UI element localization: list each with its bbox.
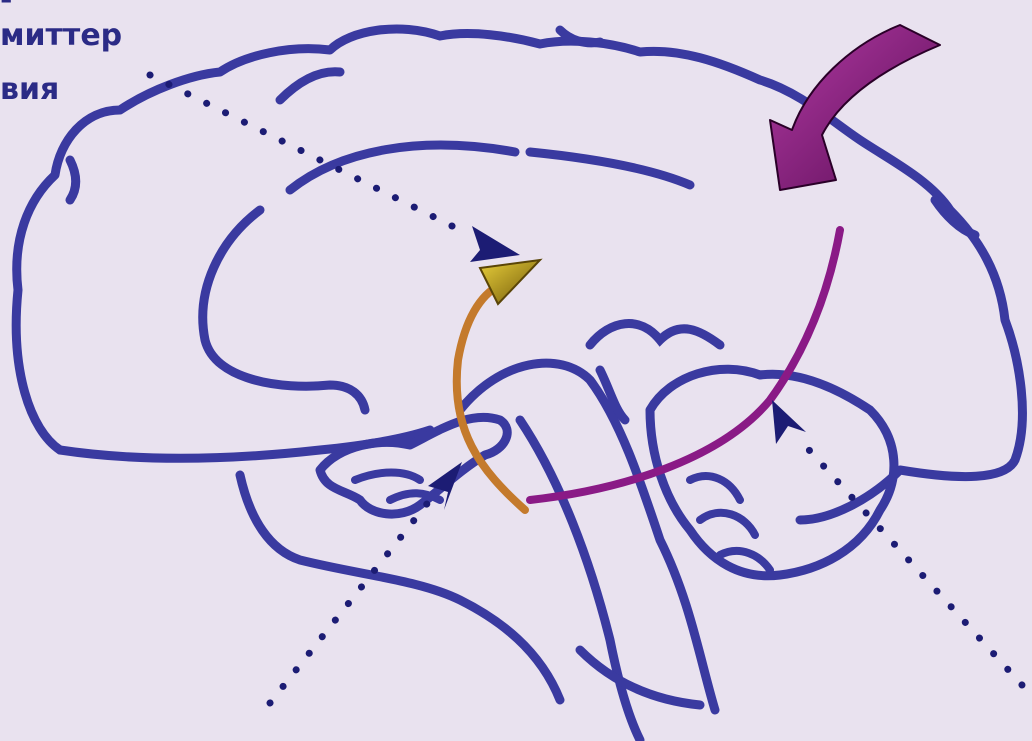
lower-outline	[240, 475, 700, 705]
dotted-arrow-bottom-left	[270, 500, 430, 703]
pituitary-detail	[355, 473, 440, 501]
cerebellum-folia	[690, 476, 770, 570]
corpus-callosum-lower	[203, 210, 365, 410]
big-curved-arrow	[770, 25, 940, 190]
gyrus-bump	[70, 30, 975, 235]
dotted-arrowhead-bottom-right	[772, 400, 806, 444]
dotted-arrow-top	[150, 75, 470, 235]
corpus-callosum-top	[290, 145, 690, 190]
dotted-arrowhead-bottom-left	[428, 462, 462, 510]
purple-pathway	[530, 230, 840, 500]
dotted-arrowhead-top	[470, 226, 520, 262]
